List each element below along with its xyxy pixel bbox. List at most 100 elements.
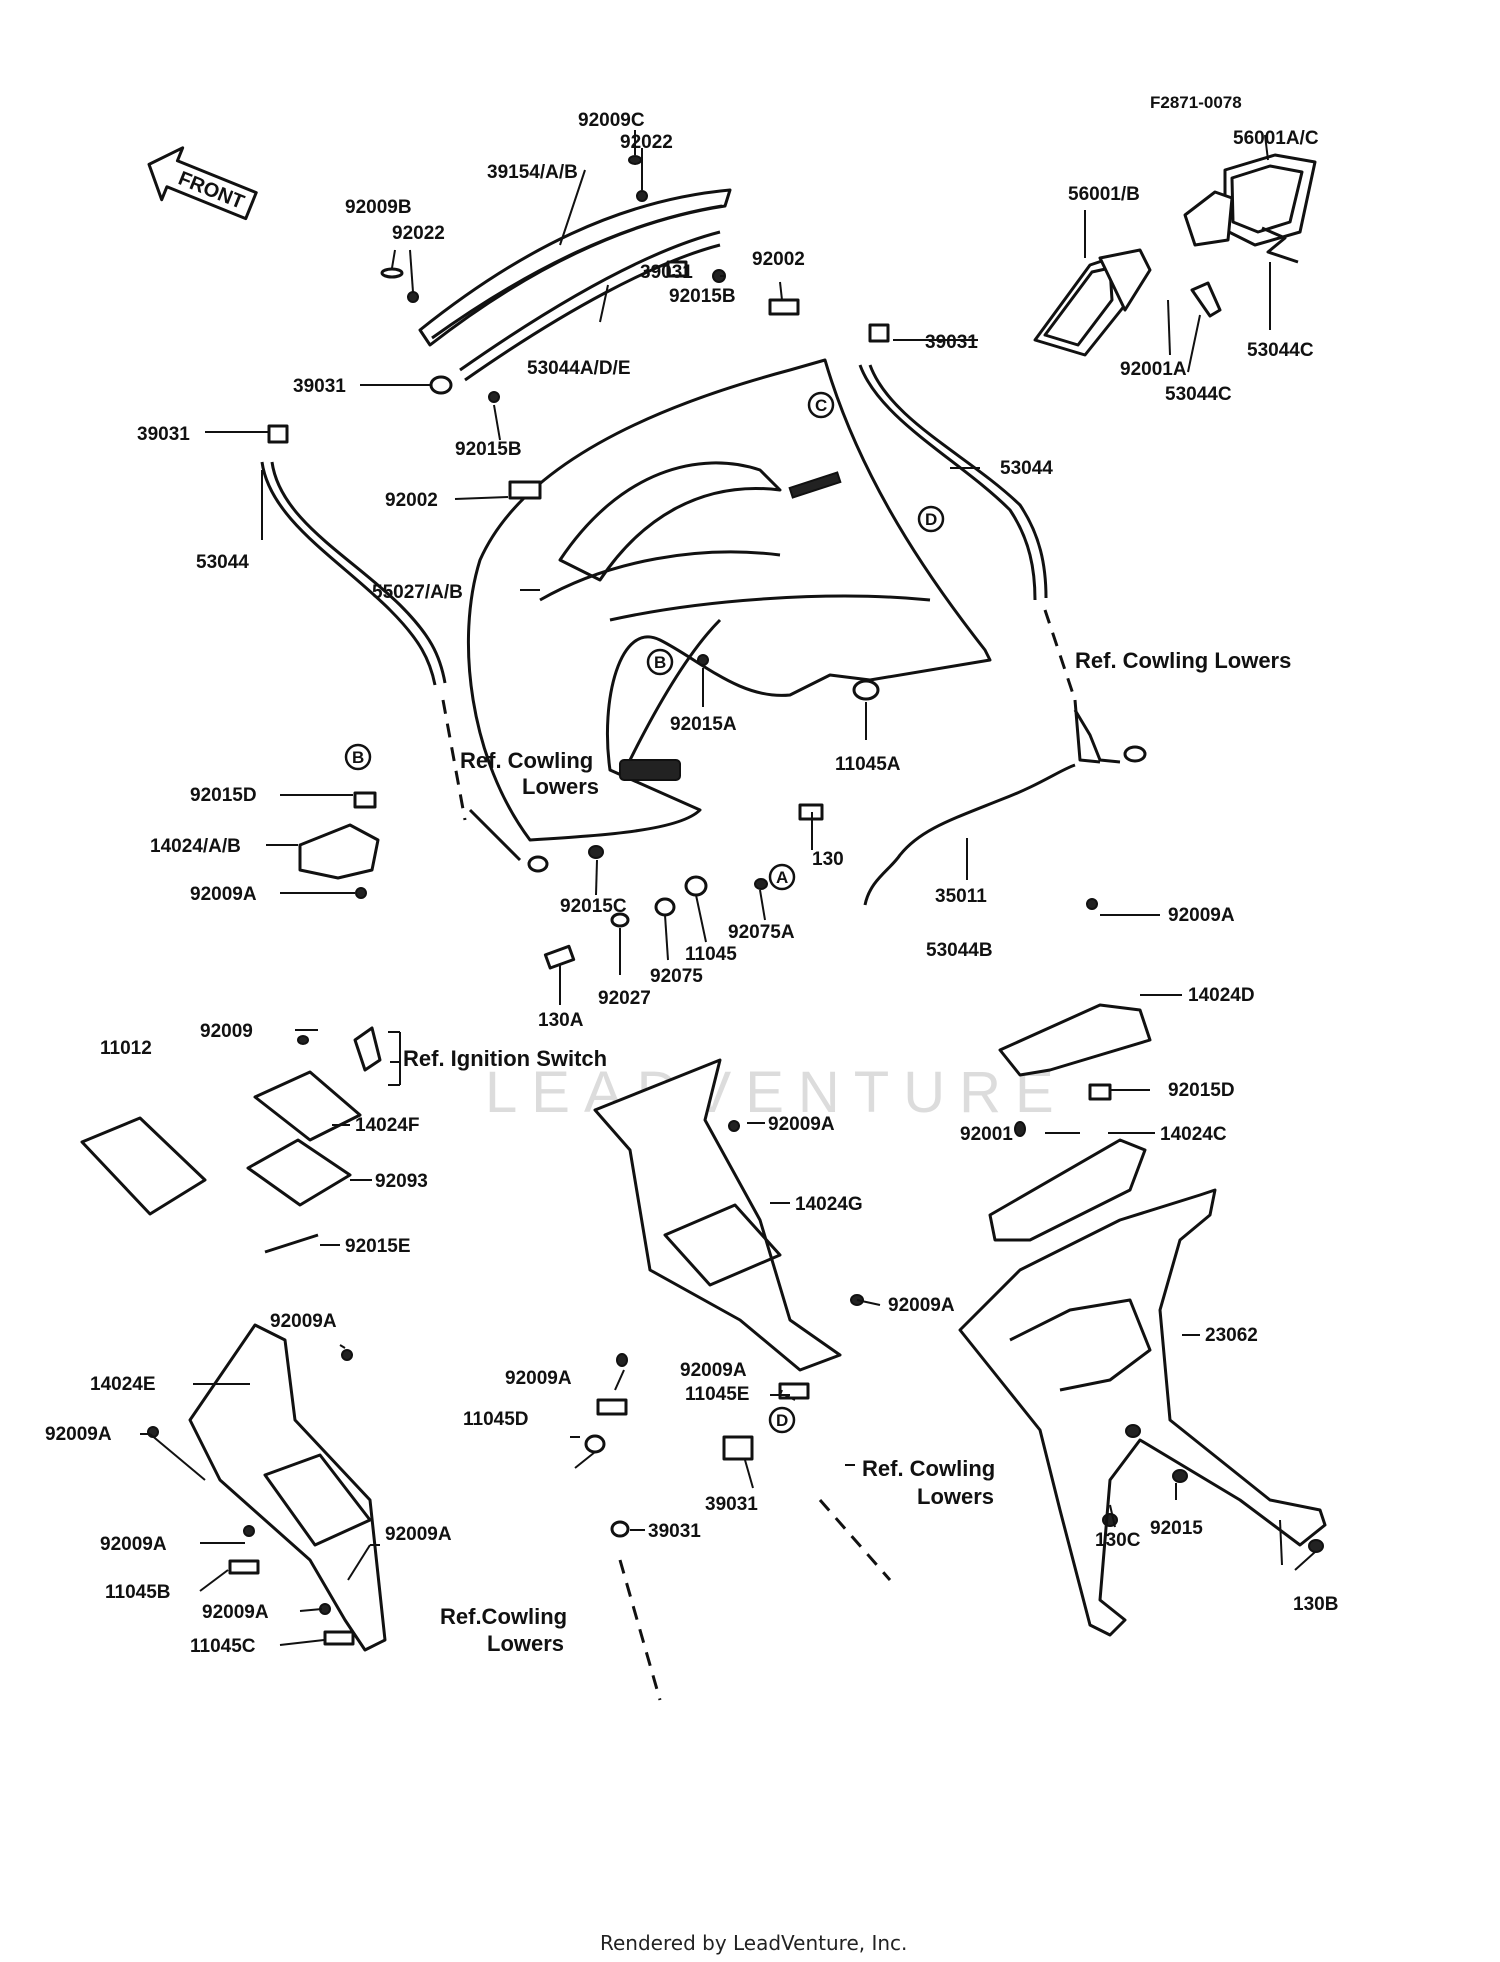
inner-cover-14024e	[188, 1323, 387, 1652]
label-92015d-left: 92015D	[190, 785, 257, 806]
label-56001b: 56001/B	[1068, 184, 1140, 205]
label-14024ab: 14024/A/B	[150, 836, 241, 857]
label-92022-left: 92022	[392, 223, 445, 244]
ref-line-bottom-left	[618, 1559, 662, 1701]
label-92009a-8: 92009A	[680, 1360, 747, 1381]
label-39031-bottom1: 39031	[705, 1494, 758, 1515]
svg-text:A: A	[776, 868, 788, 887]
label-92009a-3: 92009A	[768, 1114, 835, 1135]
label-14024c: 14024C	[1160, 1124, 1227, 1145]
ref-wire-left	[468, 808, 522, 862]
cover-14024f	[253, 1070, 362, 1142]
tube-35011	[863, 763, 1076, 906]
right-mirror	[1183, 153, 1317, 247]
label-11045a: 11045A	[835, 754, 901, 775]
ref-cowling-lowers-mid-2: Lowers	[522, 774, 599, 799]
ref-plug-right	[1123, 745, 1147, 763]
label-11045c: 11045C	[190, 1636, 256, 1657]
stay-23062	[958, 1188, 1327, 1637]
label-14024d: 14024D	[1188, 985, 1255, 1006]
ref-line-bottom	[818, 1499, 892, 1581]
svg-text:D: D	[925, 510, 937, 529]
label-53044-right: 53044	[1000, 458, 1053, 479]
watermark: LEADVENTURE	[485, 1060, 1068, 1125]
label-53044b: 53044B	[926, 940, 993, 961]
ref-cowling-lowers-bottom-2: Lowers	[917, 1484, 994, 1509]
upper-cowling	[467, 358, 992, 842]
label-130a: 130A	[538, 1010, 584, 1031]
label-130: 130	[812, 849, 844, 870]
panel-14024ab	[298, 823, 380, 880]
label-92015d-right: 92015D	[1168, 1080, 1235, 1101]
mirror-gaskets	[1190, 226, 1299, 318]
label-53044c-b: 53044C	[1165, 384, 1232, 405]
svg-text:B: B	[352, 748, 364, 767]
svg-text:D: D	[776, 1411, 788, 1430]
ignition-key	[353, 1026, 382, 1072]
label-39031-bottom2: 39031	[648, 1521, 701, 1542]
label-92015b-left: 92015B	[455, 439, 522, 460]
label-92002-top: 92002	[752, 249, 805, 270]
ref-wire-right	[1073, 699, 1101, 764]
label-92075a: 92075A	[728, 922, 795, 943]
label-53044c-a: 53044C	[1247, 340, 1314, 361]
ref-line-right	[1043, 609, 1077, 701]
label-39031-farleft: 39031	[137, 424, 190, 445]
label-92009: 92009	[200, 1021, 253, 1042]
label-92009a-2: 92009A	[1168, 905, 1235, 926]
inner-cover-14024g	[593, 1058, 842, 1372]
label-92009a-6: 92009A	[45, 1424, 112, 1445]
label-92015c: 92015C	[560, 896, 627, 917]
label-92015: 92015	[1150, 1518, 1203, 1539]
ref-cowling-lowers-bl-2: Lowers	[487, 1631, 564, 1656]
leader-lines	[140, 130, 1316, 1646]
label-11012: 11012	[100, 1038, 152, 1059]
label-14024e: 14024E	[90, 1374, 156, 1395]
marker-b-top: B	[646, 648, 674, 676]
label-92009a-11: 92009A	[202, 1602, 269, 1623]
label-92009a-1: 92009A	[190, 884, 257, 905]
plate-92015e	[264, 1233, 319, 1254]
label-92093: 92093	[375, 1171, 428, 1192]
label-92009a-4: 92009A	[888, 1295, 955, 1316]
marker-d-bottom: D	[768, 1406, 796, 1434]
ref-cowling-lowers-bottom-1: Ref. Cowling	[862, 1456, 995, 1481]
gasket-92093	[246, 1138, 352, 1207]
meter-cover-14024d	[998, 1003, 1152, 1077]
label-39031-topright: 39031	[925, 332, 978, 353]
marker-b-left: B	[344, 743, 372, 771]
label-92015a: 92015A	[670, 714, 737, 735]
marker-a: A	[768, 863, 796, 891]
holder-11012	[80, 1116, 207, 1216]
label-55027: 55027/A/B	[372, 582, 463, 603]
label-53044-left: 53044	[196, 552, 249, 573]
left-mirror	[1033, 248, 1152, 357]
marker-d-top: D	[917, 505, 945, 533]
label-23062: 23062	[1205, 1325, 1258, 1346]
trim-strip-right	[858, 364, 1037, 601]
label-130c: 130C	[1095, 1530, 1141, 1551]
label-92001: 92001	[960, 1124, 1013, 1145]
label-92001a: 92001A	[1120, 359, 1187, 380]
label-92015e: 92015E	[345, 1236, 411, 1257]
trim-strip-left-inner	[270, 461, 447, 684]
inner-cover-14024g-opening	[663, 1203, 782, 1287]
label-92022-top: 92022	[620, 132, 673, 153]
trim-lower-right	[1073, 709, 1121, 764]
label-39154: 39154/A/B	[487, 162, 578, 183]
label-130b: 130B	[1293, 1594, 1338, 1615]
inner-cover-14024e-opening	[263, 1453, 372, 1547]
marker-c: C	[807, 391, 835, 419]
diagram-code: F2871-0078	[1150, 93, 1242, 112]
ref-ignition-switch: Ref. Ignition Switch	[403, 1046, 607, 1071]
label-92015b-mid: 92015B	[669, 286, 736, 307]
label-92009a-5: 92009A	[270, 1311, 337, 1332]
label-92002-left: 92002	[385, 490, 438, 511]
label-92027: 92027	[598, 988, 651, 1009]
label-56001ac: 56001A/C	[1233, 128, 1319, 149]
label-11045e: 11045E	[685, 1384, 749, 1405]
label-14024f: 14024F	[355, 1115, 419, 1136]
label-14024g: 14024G	[795, 1194, 863, 1215]
svg-text:C: C	[815, 396, 827, 415]
